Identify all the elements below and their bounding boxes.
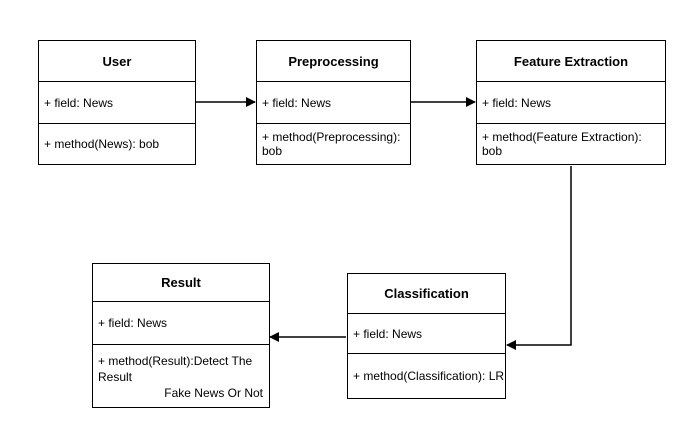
class-title-preprocessing: Preprocessing: [257, 41, 410, 82]
class-field-preprocessing: + field: News: [257, 82, 410, 124]
class-field-user: + field: News: [39, 82, 195, 124]
class-method-preprocessing: + method(Preprocessing): bob: [262, 129, 401, 158]
class-title-result: Result: [93, 264, 269, 302]
class-title-classification: Classification: [348, 274, 505, 314]
class-box-classification: Classification + field: News + method(Cl…: [347, 273, 506, 399]
class-box-feature-extraction: Feature Extraction + field: News + metho…: [476, 40, 666, 165]
class-title-feature-extraction: Feature Extraction: [477, 41, 665, 82]
class-method-user: + method(News): bob: [44, 136, 160, 151]
class-box-user: User + field: News + method(News): bob: [38, 40, 196, 165]
class-method-classification: + method(Classification): LR: [353, 368, 505, 383]
class-field-feature-extraction: + field: News: [477, 82, 665, 124]
class-method-result-line1: + method(Result):Detect The Result: [98, 354, 253, 384]
class-box-preprocessing: Preprocessing + field: News + method(Pre…: [256, 40, 411, 165]
class-method-result-line2: Fake News Or Not: [164, 386, 263, 400]
class-title-user: User: [39, 41, 195, 82]
arrow-feature-extraction-to-classification: [506, 166, 572, 350]
class-field-result: + field: News: [93, 302, 269, 345]
class-method-result: + method(Result):Detect The Result Fake …: [93, 345, 269, 406]
class-field-classification: + field: News: [348, 314, 505, 354]
class-box-result: Result + field: News + method(Result):De…: [92, 263, 270, 408]
class-method-feature-extraction: + method(Feature Extraction): bob: [482, 129, 642, 158]
